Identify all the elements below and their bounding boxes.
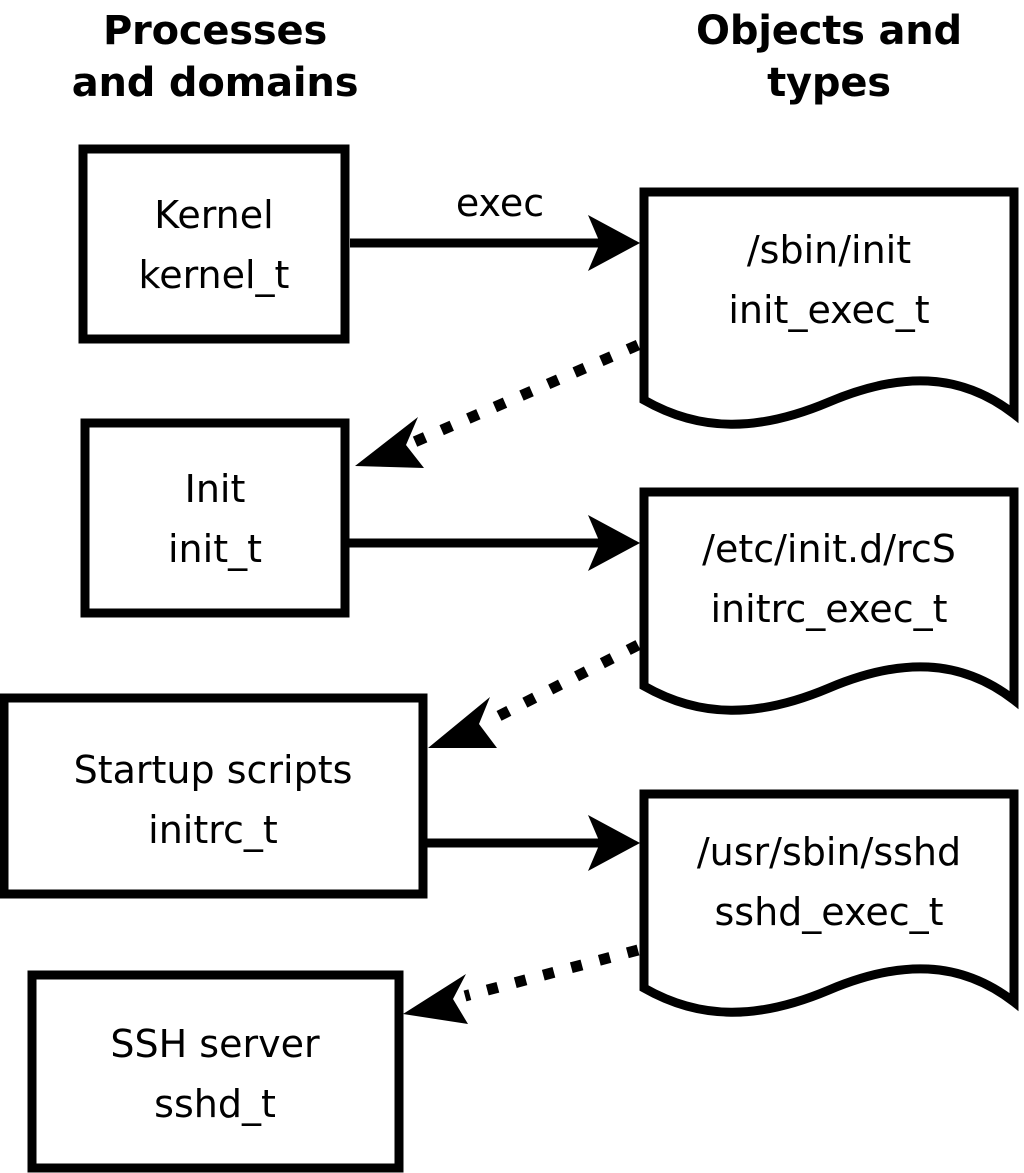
node-sshd-exec-document-shape[interactable] [639,789,1019,1017]
node-sshd[interactable]: SSH server sshd_t [27,970,404,1173]
edge-sshd-exec-to-sshd-arrowhead [403,974,468,1024]
node-initrc-line2: initrc_t [148,808,278,852]
node-init-exec-line2: init_exec_t [728,288,929,332]
edge-init-to-initrc-exec-arrowhead [588,515,640,571]
edge-init-to-initrc-exec [349,515,640,571]
node-sshd-exec[interactable]: /usr/sbin/sshd sshd_exec_t [639,789,1019,1017]
node-init-exec[interactable]: /sbin/init init_exec_t [639,187,1019,429]
edge-initrc-exec-to-initrc-line [484,640,641,727]
node-initrc-exec-line1: /etc/init.d/rcS [702,527,956,571]
node-sshd-box[interactable] [27,970,404,1173]
edge-initrc-exec-to-initrc-arrowhead [428,697,497,748]
node-initrc[interactable]: Startup scripts initrc_t [0,693,428,899]
edge-sshd-exec-to-sshd [403,944,640,1024]
node-initrc-exec-line2: initrc_exec_t [711,587,948,631]
node-init-line1: Init [185,467,246,511]
edge-initrc-to-sshd-exec-arrowhead [588,815,640,871]
column-title-processes-line1: Processes [103,8,327,54]
node-sshd-line2: sshd_t [154,1082,276,1126]
node-init[interactable]: Init init_t [80,418,350,618]
node-initrc-exec-document-shape[interactable] [639,487,1019,715]
column-title-processes: Processes and domains [72,8,359,106]
node-initrc-exec[interactable]: /etc/init.d/rcS initrc_exec_t [639,487,1019,715]
node-sshd-exec-line1: /usr/sbin/sshd [697,830,961,874]
edge-kernel-to-init-exec: exec [350,181,640,271]
node-kernel-line1: Kernel [154,193,273,237]
node-init-exec-document-shape[interactable] [639,187,1019,429]
edge-initrc-exec-to-initrc [428,640,641,748]
edge-sshd-exec-to-sshd-line [463,944,640,1002]
edge-init-exec-to-init-line [409,339,641,449]
column-title-objects-line2: types [767,60,891,106]
node-kernel-box[interactable] [78,144,350,344]
column-title-objects: Objects and types [696,8,962,106]
edge-label-exec: exec [456,181,544,225]
node-sshd-line1: SSH server [110,1022,320,1066]
node-kernel[interactable]: Kernel kernel_t [78,144,350,344]
edge-init-exec-to-init-arrowhead [355,417,424,468]
node-init-exec-line1: /sbin/init [747,228,911,272]
column-title-processes-line2: and domains [72,60,359,106]
node-sshd-exec-line2: sshd_exec_t [714,890,943,934]
column-title-objects-line1: Objects and [696,8,962,54]
edge-init-exec-to-init [355,339,641,468]
edge-kernel-to-init-exec-arrowhead [588,215,640,271]
node-init-box[interactable] [80,418,350,618]
node-kernel-line2: kernel_t [139,253,290,297]
node-init-line2: init_t [168,527,262,571]
node-initrc-box[interactable] [0,693,428,899]
edge-initrc-to-sshd-exec [427,815,640,871]
node-initrc-line1: Startup scripts [74,748,353,792]
